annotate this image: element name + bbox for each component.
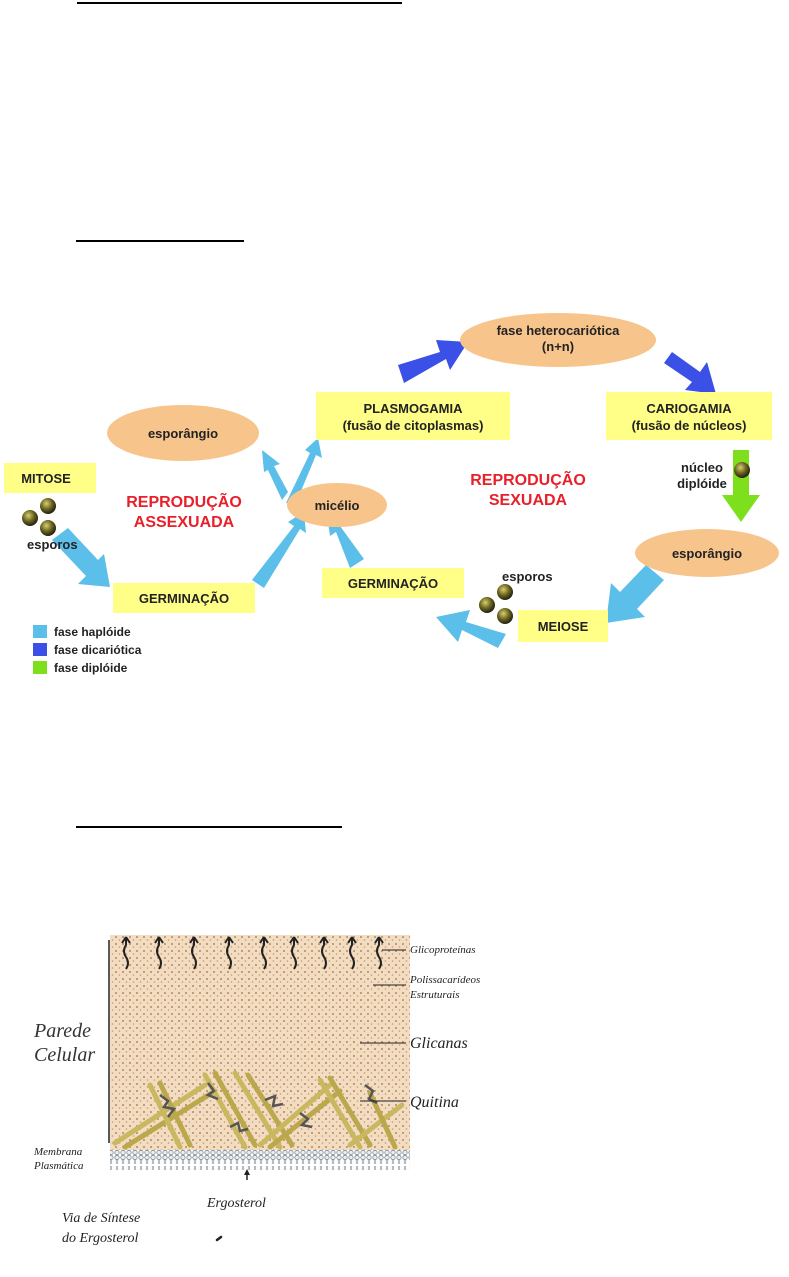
label-glicoproteinas: Glicoproteínas (410, 944, 476, 956)
mitose-label: MITOSE (21, 471, 71, 486)
assexuada-label-2: ASSEXUADA (134, 514, 235, 531)
diploid-arrow-to-sporangium (722, 450, 760, 522)
assexuada-label-1: REPRODUÇÃO (126, 491, 242, 511)
haploid-arrow-to-meiose (606, 565, 664, 623)
spores-cluster-right (479, 584, 513, 624)
label-membrana-2: Plasmática (33, 1160, 84, 1172)
label-glicanas: Glicanas (410, 1035, 468, 1052)
label-parede-1: Parede (33, 1020, 91, 1042)
sexuada-label-1: REPRODUÇÃO (470, 469, 586, 489)
heading-rule-1 (77, 2, 402, 4)
legend-label-dicaryotic: fase dicariótica (54, 643, 142, 657)
heading-rule-2 (76, 240, 244, 242)
nucleo-label-1: núcleo (681, 460, 723, 475)
legend-label-diploid: fase diplóide (54, 661, 128, 675)
label-via-1: Via de Síntese (62, 1211, 140, 1226)
label-polissacarideos-2: Estruturais (409, 989, 460, 1001)
haploid-arrow-germination-left-to-micelio (252, 512, 306, 588)
legend-swatch-diploid (33, 661, 47, 674)
haploid-arrow-to-germination-right (436, 610, 506, 648)
heading-rule-3 (76, 826, 342, 828)
esporos-right-label: esporos (502, 569, 553, 584)
label-quitina: Quitina (410, 1094, 459, 1111)
diploid-nucleus-spore (734, 462, 750, 478)
sexuada-label-2: SEXUADA (489, 492, 568, 509)
cariogamia-label-1: CARIOGAMIA (646, 401, 732, 416)
plasmogamia-label-2: (fusão de citoplasmas) (343, 418, 484, 433)
legend: fase haplóide fase dicariótica fase dipl… (33, 625, 142, 675)
nucleo-label-2: diplóide (677, 476, 727, 491)
legend-swatch-haploid (33, 625, 47, 638)
plasmogamia-label-1: PLASMOGAMIA (364, 401, 464, 416)
germinacao-left-label: GERMINAÇÃO (139, 591, 229, 606)
legend-swatch-dicaryotic (33, 643, 47, 656)
esporos-left-label: esporos (27, 537, 78, 552)
cariogamia-label-2: (fusão de núcleos) (632, 418, 747, 433)
dicaryotic-arrow-to-karyogamy (664, 352, 716, 394)
label-membrana-1: Membrana (33, 1146, 83, 1158)
germinacao-right-label: GERMINAÇÃO (348, 576, 438, 591)
heterocariotica-label-1: fase heterocariótica (497, 323, 621, 338)
haploid-arrow-to-esporangio-left (262, 450, 288, 500)
legend-label-haploid: fase haplóide (54, 625, 131, 639)
label-ergosterol: Ergosterol (206, 1196, 266, 1211)
meiose-label: MEIOSE (538, 619, 589, 634)
esporangio-left-label: esporângio (148, 426, 218, 441)
fungal-life-cycle-diagram: fase heterocariótica (n+n) esporângio mi… (0, 290, 789, 710)
spores-cluster-left (22, 498, 56, 536)
haploid-arrow-from-germination-right-to-micelio (328, 522, 364, 568)
esporangio-right-label: esporângio (672, 546, 742, 561)
label-parede-2: Celular (34, 1044, 95, 1066)
plasma-membrane (110, 1150, 410, 1170)
micelio-label: micélio (315, 498, 360, 513)
label-polissacarideos-1: Polissacarídeos (409, 974, 480, 986)
heterocariotica-label-2: (n+n) (542, 339, 574, 354)
fungal-cell-wall-diagram: Glicoproteínas Polissacarídeos Estrutura… (30, 935, 530, 1275)
dicaryotic-arrow-to-heterokaryon (398, 340, 468, 383)
label-via-2: do Ergosterol (62, 1231, 138, 1246)
